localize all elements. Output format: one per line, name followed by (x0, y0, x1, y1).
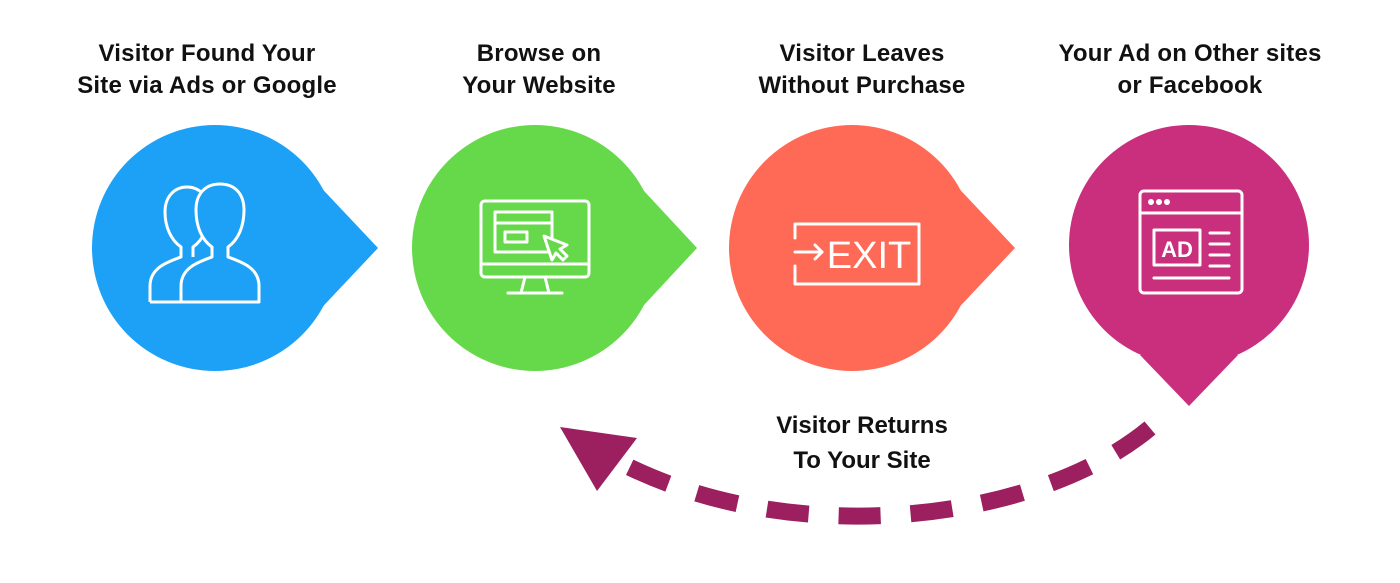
return-label: Visitor Returns To Your Site (712, 408, 1012, 478)
ad-text: AD (1161, 237, 1193, 262)
exit-sign-text: EXIT (827, 235, 911, 277)
step-1-label-line-1: Visitor Found Your (98, 40, 316, 67)
step-2-label-line-2: Your Website (462, 72, 616, 99)
step-4-pointer (1140, 355, 1238, 406)
users-icon (148, 182, 261, 304)
return-label-line-2: To Your Site (793, 447, 931, 474)
step-4-label-line-2: or Facebook (1117, 72, 1263, 99)
return-arrow (560, 421, 1156, 525)
step-3-label-line-2: Without Purchase (758, 72, 966, 99)
monitor-cursor-icon (479, 199, 591, 295)
step-3-label: Visitor Leaves Without Purchase (702, 38, 1022, 102)
step-1-pointer (312, 178, 378, 318)
step-3-label-line-1: Visitor Leaves (779, 40, 945, 67)
step-4-label-line-1: Your Ad on Other sites (1058, 40, 1322, 67)
step-3-bubble: EXIT (729, 125, 1015, 371)
step-3-circle (729, 125, 975, 371)
step-2-pointer (632, 178, 697, 318)
step-1-bubble (92, 125, 378, 371)
step-2-circle (412, 125, 658, 371)
return-arrow-dashed-curve (621, 421, 1156, 525)
return-label-line-1: Visitor Returns (776, 412, 948, 439)
return-arrowhead (560, 427, 637, 491)
step-2-label-line-1: Browse on (476, 40, 602, 67)
step-4-circle (1069, 125, 1309, 365)
step-1-label: Visitor Found Your Site via Ads or Googl… (47, 38, 367, 102)
step-3-pointer (949, 178, 1015, 318)
step-1-label-line-2: Site via Ads or Google (77, 72, 337, 99)
step-2-bubble (412, 125, 697, 371)
step-2-label: Browse on Your Website (379, 38, 699, 102)
step-4-label: Your Ad on Other sites or Facebook (1030, 38, 1350, 102)
step-4-bubble: AD (1069, 125, 1309, 406)
ad-browser-icon (1138, 189, 1244, 295)
exit-sign-icon (793, 222, 921, 286)
